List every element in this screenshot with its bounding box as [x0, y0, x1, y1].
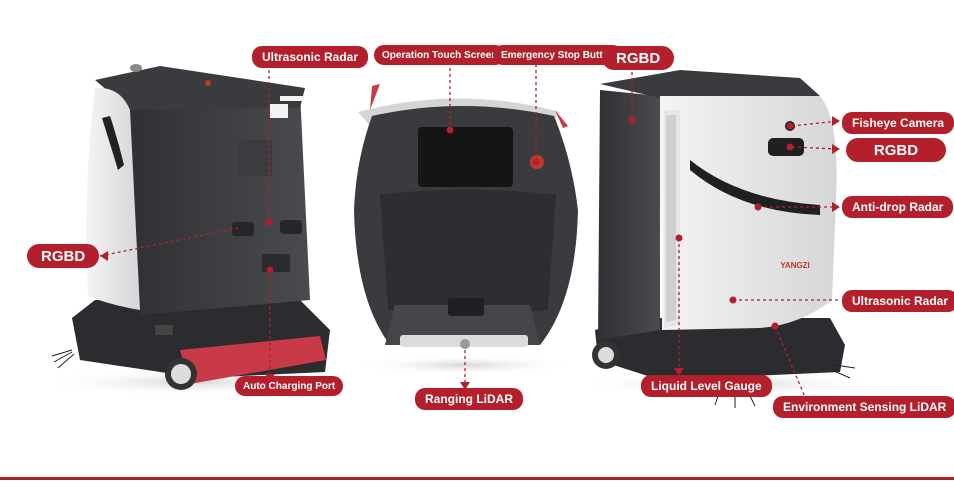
label-ultrasonic-radar-right: Ultrasonic Radar [842, 290, 954, 312]
leader-lines [99, 62, 839, 398]
label-liquid-level-gauge: Liquid Level Gauge [641, 375, 772, 397]
label-rgbd-left: RGBD [27, 244, 100, 268]
label-fisheye-camera: Fisheye Camera [842, 112, 954, 134]
label-auto-charging-port: Auto Charging Port [235, 376, 344, 396]
robot-front-view [354, 84, 578, 375]
robot-right-view: YANGZI [580, 70, 880, 408]
label-emergency-stop-button: Emergency Stop Button [493, 45, 623, 65]
label-operation-touch-screen: Operation Touch Screen [374, 45, 506, 65]
label-environment-sensing-lidar: Environment Sensing LiDAR [773, 396, 954, 418]
leader-dots [265, 116, 794, 330]
label-ultrasonic-radar-left: Ultrasonic Radar [252, 46, 369, 68]
label-rgbd-right-top: RGBD [602, 46, 675, 70]
label-ranging-lidar: Ranging LiDAR [415, 388, 523, 410]
svg-text:YANGZI: YANGZI [780, 261, 810, 270]
label-rgbd-right: RGBD [846, 138, 946, 162]
label-anti-drop-radar: Anti-drop Radar [842, 196, 954, 218]
robot-left-view [40, 64, 340, 396]
bottom-divider [0, 477, 954, 480]
leader-arrows [100, 116, 840, 390]
